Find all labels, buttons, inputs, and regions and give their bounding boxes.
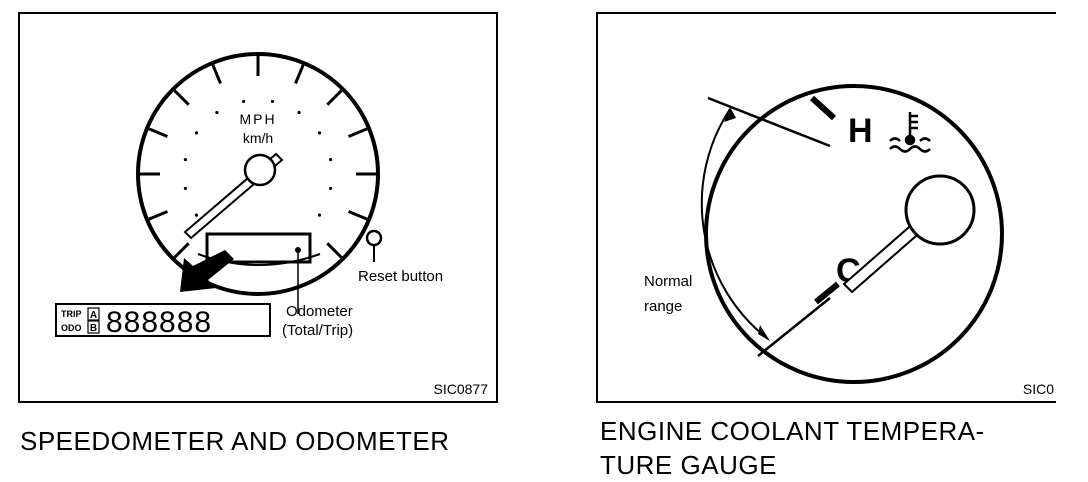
speedometer-minor-dot: [328, 186, 333, 191]
speedometer-minor-dot: [183, 186, 188, 191]
speedometer-major-tick: [294, 64, 305, 85]
speedometer-minor-dot: [183, 157, 188, 162]
range-limit-cold-line: [757, 297, 831, 357]
caption-coolant-line1: ENGINE COOLANT TEMPERA-: [600, 416, 985, 446]
caption-coolant-line2: TURE GAUGE: [600, 450, 777, 480]
caption-coolant-gauge: ENGINE COOLANT TEMPERA- TURE GAUGE: [600, 414, 1070, 482]
speedometer-major-tick: [211, 64, 222, 85]
gauge-outline: [704, 84, 1004, 384]
speedometer-minor-dots: [183, 99, 333, 217]
speedometer-major-tick: [173, 242, 190, 259]
figure-id-left: SIC0877: [433, 381, 488, 397]
speedometer-major-tick: [326, 89, 343, 106]
speedometer-minor-dot: [317, 213, 322, 217]
hot-tick-mark: [809, 95, 837, 121]
speedometer-dial-outline: [136, 52, 380, 296]
speedometer-figure-panel: MPH km/h TRIP ODO A B 888888 Reset butto…: [18, 12, 498, 403]
display-b-label: B: [90, 323, 97, 334]
dial-unit-secondary: km/h: [243, 130, 273, 146]
speedometer-drawing: MPH km/h TRIP ODO A B 888888: [55, 52, 383, 339]
speedometer-minor-dot: [241, 99, 246, 104]
speedometer-major-tick: [347, 210, 368, 221]
display-pointer-arrow-icon: [180, 250, 234, 292]
coolant-gauge-figure-panel: H C Normal range SIC0: [596, 12, 1056, 403]
speedometer-minor-dot: [297, 110, 301, 115]
speedometer-major-tick: [148, 210, 169, 221]
range-arrow-top-icon: [724, 107, 736, 122]
speedometer-needle: [183, 152, 284, 240]
speedometer-major-tick: [326, 242, 343, 259]
coolant-temperature-icon: [889, 112, 931, 153]
dial-unit-primary: MPH: [239, 111, 276, 127]
coolant-gauge-needle: [842, 174, 976, 294]
speedometer-minor-dot: [194, 213, 199, 217]
speedometer-major-tick: [347, 127, 368, 138]
speedometer-minor-dot: [194, 131, 199, 135]
speedometer-minor-dot: [270, 99, 275, 104]
cold-tick-mark: [814, 281, 840, 305]
speedometer-major-tick: [173, 89, 190, 106]
odometer-label-line1: Odometer: [286, 303, 353, 320]
display-digits: 888888: [106, 306, 212, 339]
reset-button-icon: [365, 229, 383, 247]
speedometer-minor-dot: [215, 110, 219, 115]
speedometer-minor-dot: [317, 131, 322, 135]
hot-mark: H: [848, 112, 873, 150]
range-arrow-bottom-icon: [758, 325, 770, 341]
speedometer-major-tick: [148, 127, 169, 138]
display-a-label: A: [90, 310, 97, 321]
normal-range-label-line2: range: [644, 298, 683, 315]
caption-speedometer: SPEEDOMETER AND ODOMETER: [20, 426, 450, 456]
display-odo-label: ODO: [61, 323, 82, 333]
coolant-gauge-drawing: H C: [700, 84, 1004, 384]
display-trip-label: TRIP: [61, 309, 82, 319]
speedometer-minor-dot: [328, 157, 333, 162]
speedometer-major-ticks: [140, 56, 376, 259]
figure-id-right: SIC0: [1022, 381, 1054, 397]
range-limit-hot-line: [707, 96, 831, 148]
odometer-label-line2: (Total/Trip): [282, 322, 354, 339]
normal-range-arc: [700, 108, 769, 340]
normal-range-label-line1: Normal: [644, 273, 693, 290]
reset-button-label: Reset button: [358, 268, 444, 285]
